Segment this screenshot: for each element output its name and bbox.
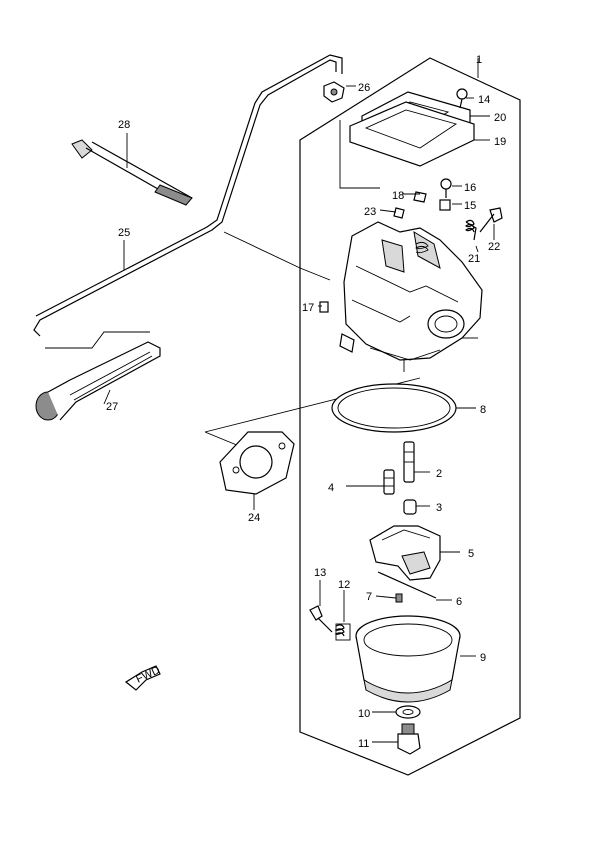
- throttle-spring-part: [465, 219, 477, 241]
- rod-clip-part: [323, 81, 345, 103]
- pilot-spring-part: [334, 623, 351, 641]
- carburetor-body: [339, 221, 483, 372]
- main-jet-part: [403, 499, 417, 515]
- pilot-screw-part: [309, 605, 333, 633]
- callout-8: 8: [480, 404, 486, 416]
- callout-4: 4: [328, 482, 334, 494]
- callout-20: 20: [494, 112, 506, 124]
- callout-28: 28: [118, 119, 130, 131]
- callout-25: 25: [118, 227, 130, 239]
- callout-14: 14: [478, 94, 490, 106]
- svg-text:FWD: FWD: [134, 664, 162, 685]
- callout-9: 9: [480, 652, 486, 664]
- float-bowl-part: [355, 615, 461, 703]
- callout-5: 5: [468, 548, 474, 560]
- float-part: [369, 525, 441, 581]
- needle-valve-part: [395, 593, 403, 603]
- pilot-jet-part: [383, 469, 395, 495]
- callout-24: 24: [248, 512, 260, 524]
- callout-23: 23: [364, 206, 376, 218]
- top-plate-part: [349, 91, 475, 167]
- gasket-part: [219, 431, 295, 495]
- callout-18: 18: [392, 190, 404, 202]
- bowl-oring-part: [331, 383, 457, 433]
- float-pin-part: [377, 571, 437, 599]
- callout-7: 7: [366, 591, 372, 603]
- long-bolt-part: [71, 139, 193, 206]
- throttle-rod-part: [33, 54, 343, 337]
- callout-22: 22: [488, 241, 500, 253]
- callout-3: 3: [436, 502, 442, 514]
- callout-15: 15: [464, 200, 476, 212]
- callout-6: 6: [456, 596, 462, 608]
- forward-arrow-icon: FWD: [124, 664, 162, 691]
- drain-plug-part: [397, 723, 421, 755]
- main-nozzle-part: [403, 441, 415, 483]
- small-screws: [319, 88, 503, 313]
- callout-26: 26: [358, 82, 370, 94]
- callout-12: 12: [338, 579, 350, 591]
- assembly-boundary: [299, 57, 521, 776]
- callout-16: 16: [464, 182, 476, 194]
- callout-10: 10: [358, 708, 370, 720]
- callout-13: 13: [314, 567, 326, 579]
- callout-21: 21: [468, 253, 480, 265]
- choke-knob-part: [35, 341, 161, 421]
- callout-2: 2: [436, 468, 442, 480]
- drain-washer-part: [395, 705, 421, 719]
- callout-27: 27: [106, 401, 118, 413]
- callout-19: 19: [494, 136, 506, 148]
- callout-17: 17: [302, 302, 314, 314]
- callout-1: 1: [476, 54, 482, 66]
- callout-11: 11: [358, 738, 369, 750]
- callout-leaders: [103, 85, 495, 743]
